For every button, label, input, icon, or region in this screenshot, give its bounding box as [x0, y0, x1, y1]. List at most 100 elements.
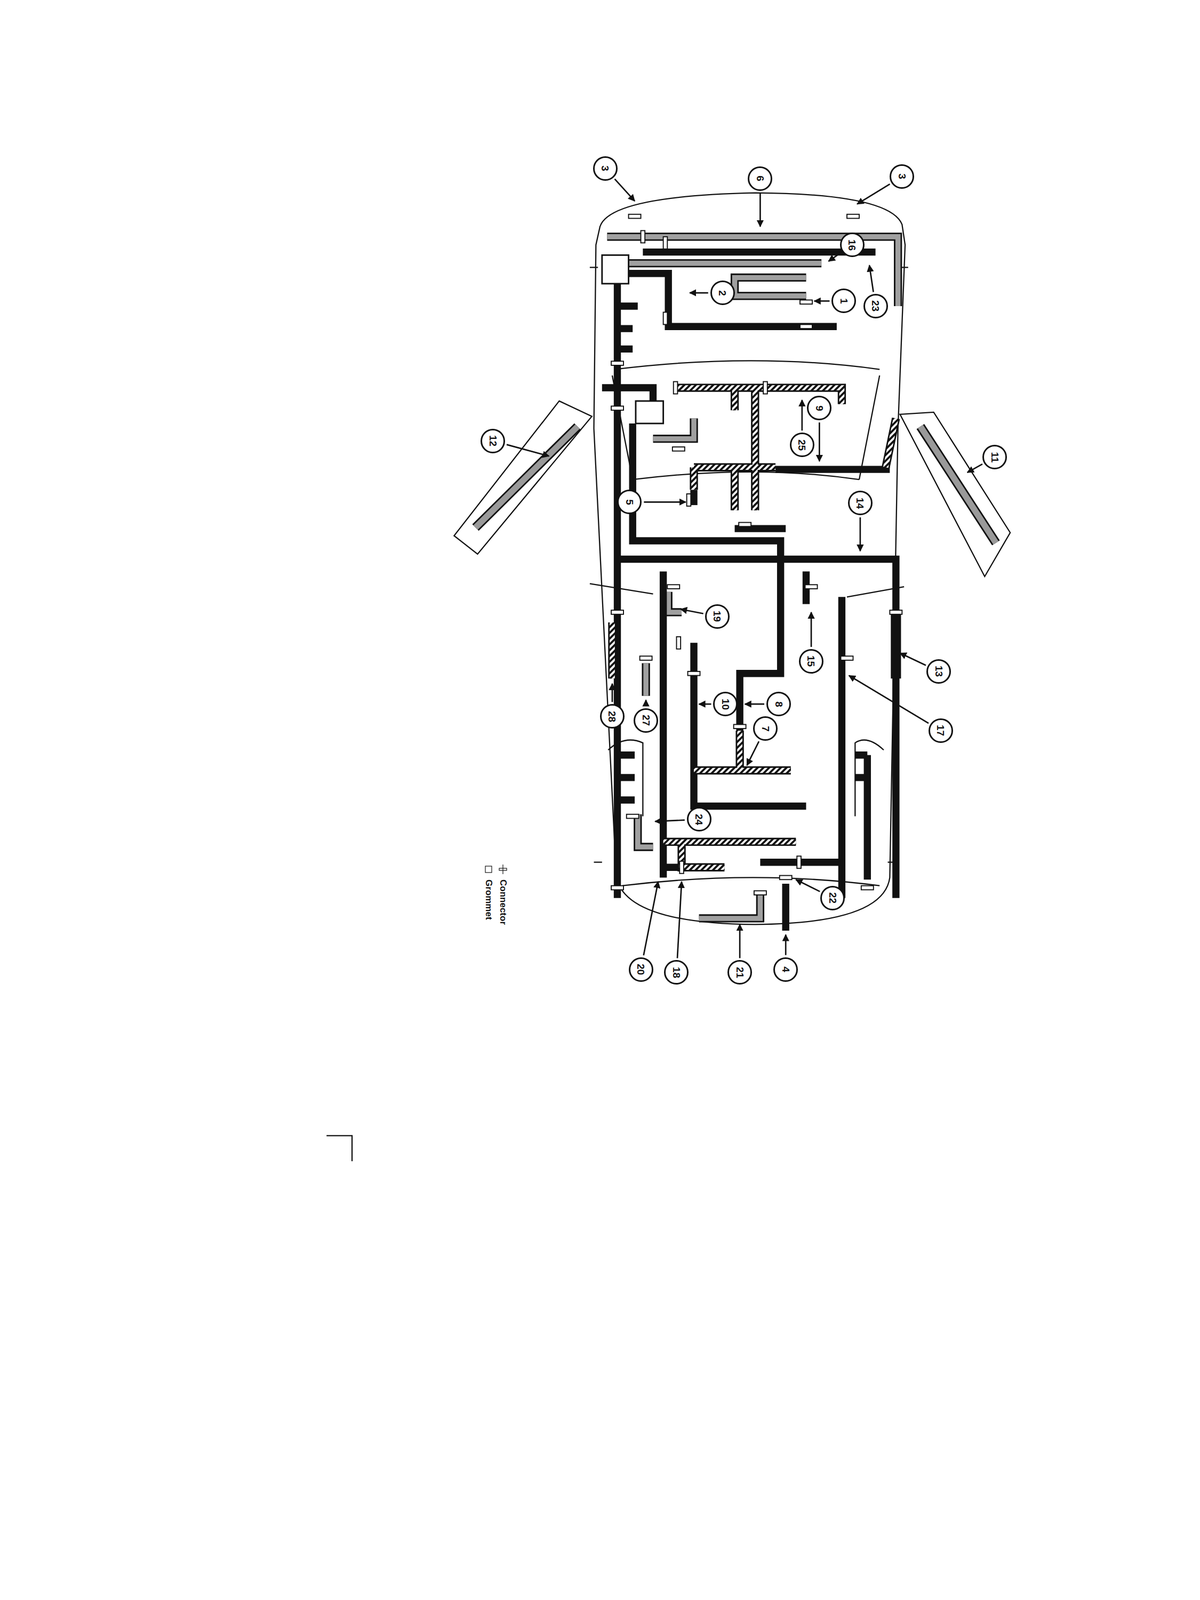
car-body: [900, 412, 1011, 577]
callout-number: 8: [773, 701, 784, 708]
grommet-sample: [485, 866, 492, 873]
connector-symbol: [628, 214, 642, 219]
grey-harness: [606, 236, 898, 919]
connector-symbol: [679, 861, 684, 874]
callout-number: 12: [488, 435, 499, 447]
hatched-harness: [612, 387, 896, 868]
callout-number: 10: [720, 698, 731, 710]
hatched-harness: [612, 387, 896, 868]
connector-symbol: [640, 656, 653, 661]
leader-arrow: [699, 703, 712, 706]
connector-symbol: [611, 610, 624, 615]
module-box: [602, 254, 629, 284]
black-harness: [617, 306, 638, 349]
callout-number: 4: [780, 966, 791, 973]
leader-arrow: [857, 184, 890, 205]
callout-circle: 12: [480, 428, 506, 454]
black-harness: [627, 273, 837, 327]
callout-circle: 21: [727, 960, 752, 985]
callout-number: 5: [624, 499, 635, 506]
black-harness: [613, 283, 621, 899]
leader-arrow: [739, 924, 741, 958]
leader-arrow: [859, 517, 862, 551]
callout-circle: 25: [789, 432, 815, 458]
callout-number: 3: [897, 173, 908, 180]
black-harness: [602, 387, 654, 402]
callout-number: 27: [641, 714, 652, 726]
leader-arrow: [828, 253, 841, 262]
grey-harness: [606, 236, 898, 919]
leader-arrow: [810, 612, 813, 647]
leader-arrow: [654, 820, 685, 822]
black-harness: [854, 755, 868, 880]
black-harness: [659, 571, 667, 878]
connector-symbol: [611, 361, 624, 366]
leader-arrow: [614, 179, 635, 202]
callout-circle: 3: [889, 164, 915, 189]
door-harness: [920, 426, 997, 543]
black-harness: [890, 612, 901, 679]
callout-number: 24: [693, 813, 704, 826]
car-body: [589, 583, 904, 597]
callout-circle: 4: [773, 957, 798, 982]
leader-arrow: [689, 292, 708, 294]
leader-arrow: [677, 881, 682, 958]
connector-symbol: [889, 610, 902, 615]
callout-number: 2: [717, 290, 728, 296]
callout-circle: 8: [766, 691, 791, 717]
leader-arrow: [785, 934, 787, 956]
black-harness: [782, 883, 790, 931]
black-harness: [693, 642, 806, 806]
callout-number: 1: [838, 298, 850, 304]
callout-circle: 11: [982, 444, 1007, 470]
connector-symbol: [673, 381, 678, 395]
module-box: [635, 401, 664, 424]
callout-number: 13: [933, 665, 944, 677]
connector-symbol: [672, 446, 685, 452]
callout-number: 9: [814, 405, 825, 412]
car-body: [453, 401, 592, 555]
leader-arrow: [747, 741, 759, 766]
leader-arrow: [849, 675, 929, 724]
callout-circle: 18: [664, 960, 689, 985]
callout-circle: 24: [686, 806, 712, 832]
leader-arrow: [643, 501, 686, 503]
callout-circle: 19: [705, 604, 730, 629]
leader-arrow: [506, 444, 549, 457]
callout-circle: 15: [798, 649, 824, 674]
callout-circle: 23: [863, 293, 888, 319]
callout-circle: 28: [600, 704, 625, 729]
callout-circle: 22: [820, 885, 845, 911]
connector-symbol: [676, 636, 681, 650]
connector-symbol: [841, 656, 854, 661]
connector-symbol: [800, 324, 813, 329]
grommet-sample: [483, 863, 494, 876]
leader-arrow: [643, 881, 659, 956]
callout-number: 28: [606, 710, 618, 723]
connector-symbol: [805, 584, 818, 589]
callout-number: 22: [827, 892, 838, 904]
leader-arrow: [801, 400, 803, 431]
connector-symbol: [663, 236, 668, 250]
leader-arrow: [611, 683, 614, 702]
callout-circle: 7: [753, 716, 778, 741]
callout-number: 14: [854, 497, 866, 509]
callout-circle: 17: [928, 718, 954, 743]
connector-sample: [498, 863, 508, 876]
black-harness: [602, 252, 896, 931]
black-harness: [617, 755, 636, 800]
callout-circle: 16: [840, 232, 865, 258]
connector-symbol: [738, 522, 751, 527]
car-body: [632, 472, 860, 480]
legend-row: Connector: [496, 863, 511, 925]
connector-symbol: [626, 814, 639, 819]
connector-symbol: [846, 214, 860, 219]
connector-symbol: [611, 405, 624, 411]
leader-lines: [506, 179, 983, 959]
callout-circle: 14: [848, 490, 873, 516]
connector-symbol: [779, 875, 792, 880]
car-body: [594, 193, 906, 925]
connector-symbol: [663, 312, 668, 325]
